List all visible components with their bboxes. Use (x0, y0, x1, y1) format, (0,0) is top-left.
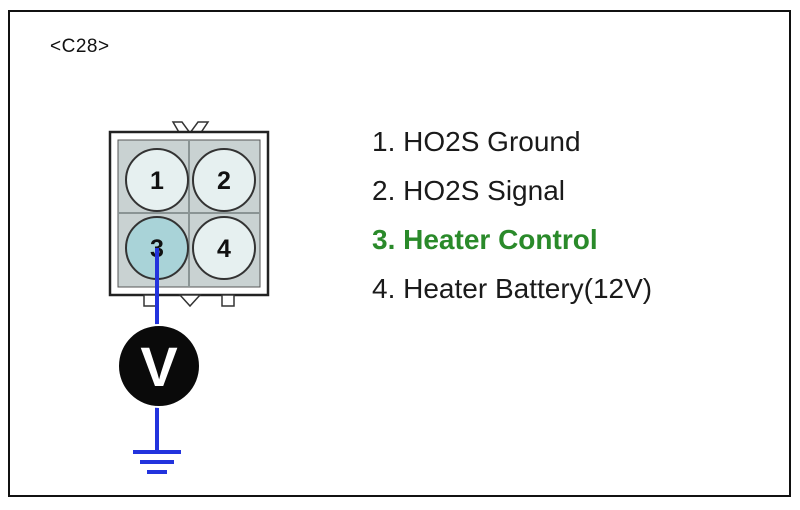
pin-legend: 1. HO2S Ground 2. HO2S Signal 3. Heater Co… (372, 126, 652, 322)
pin-number-4: 4 (217, 235, 231, 263)
connector-tab-right (221, 294, 235, 307)
pin-number-2: 2 (217, 167, 231, 195)
ground-icon (133, 450, 181, 474)
pin-2 (192, 148, 256, 212)
connector-key-bottom (178, 294, 202, 308)
connector-id-label: <C28> (50, 36, 110, 57)
voltmeter-icon (117, 324, 201, 408)
connector-tab-left (143, 294, 157, 307)
pin-legend-item-3: 3. Heater Control (372, 224, 598, 255)
pin-legend-item-2: 2. HO2S Signal (372, 175, 565, 206)
pin-4 (192, 216, 256, 280)
pin-legend-item-4: 4. Heater Battery(12V) (372, 273, 653, 304)
pin-number-1: 1 (150, 167, 164, 195)
voltmeter-symbol: V (140, 335, 177, 398)
pin-1 (125, 148, 189, 212)
pin-legend-item-1: 1. HO2S Ground (372, 126, 581, 157)
